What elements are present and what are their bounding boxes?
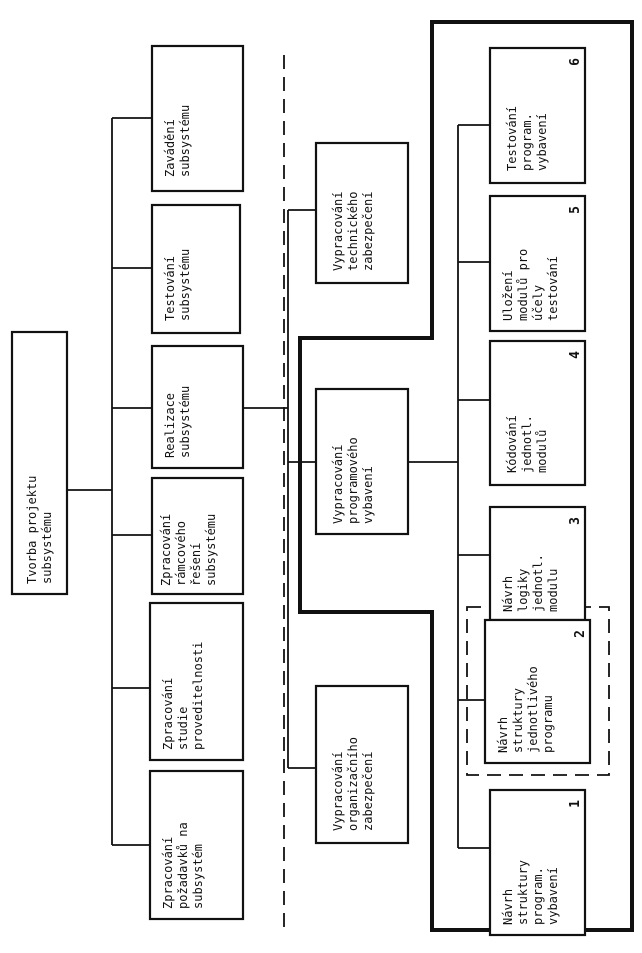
phase-box-6-frame [148,769,245,921]
step-box-1-text-line: program. [531,867,545,925]
step-box-6-text-line: program. [520,113,534,171]
phase-box-5-frame [148,601,245,762]
phase-box-1-text-line: Zavádění [163,119,177,177]
phase-box-5-text-line: Zpracování [161,678,175,750]
software-group-outline [298,20,634,932]
step-box-3-text-line: jednotl. [531,554,545,612]
phase-box-3-frame [150,344,245,470]
step-box-4-text-line: jednotl. [520,415,534,473]
step-box-2-text-line: jednotlivého [526,666,540,753]
support-box-3-text-line: zabezpečení [361,752,375,831]
step-box-1-text-line: struktury [516,860,530,925]
phase-box-4-text-line: Zpracování [159,514,173,586]
step-box-2-text-line: struktury [511,688,525,753]
support-box-1-frame [314,141,410,285]
step-box-3-text-line: Návrh [501,576,515,612]
step-box-4-text-line: Kódování [505,415,519,473]
root-box-text-line: Tvorba projektu [25,476,39,584]
support-box-1-text-line: Vypracování [331,192,345,271]
step-box-4-number: 4 [568,351,583,359]
phase-box-4-text-line: rámcového [174,521,188,586]
phase-box-6-text-line: subsystém [191,844,205,909]
support-box-2-text-line: programového [346,437,360,524]
support-box-1-text-line: zabezpečení [361,192,375,271]
step-box-6-text-line: Testování [505,106,519,171]
step-box-3-number: 3 [568,517,583,525]
root-box-frame [10,330,69,596]
phase-box-6-text-line: Zpracování [161,837,175,909]
phase-box-1-frame [150,44,245,193]
step-box-1-text-line: Návrh [501,889,515,925]
step-box-2-frame [483,618,592,765]
phase-box-5-text-line: proveditelnosti [191,642,205,750]
step-box-1-number: 1 [568,800,583,808]
support-box-3-frame [314,684,410,845]
support-box-2-text-line: Vypracování [331,445,345,524]
step-box-2-number: 2 [573,630,588,638]
step-box-5-text-line: účely [531,285,545,321]
step-box-5-frame [488,194,587,333]
phase-box-3-text-line: Realizace [163,393,177,458]
step-box-3-text-line: modulu [546,569,560,612]
step-box-6-text-line: vybavení [535,113,549,171]
phase-box-2-text-line: subsystému [178,249,192,321]
connectors [66,117,490,849]
step-box-6-frame [488,46,587,185]
phase-box-2-text-line: Testování [163,256,177,321]
step-box-2-text-line: programu [541,695,555,753]
step-box-2-text-line: Návrh [496,717,510,753]
phase-box-4-text-line: subsystému [204,514,218,586]
step-box-1-frame [488,788,587,937]
phase-box-3-text-line: subsystému [178,386,192,458]
support-box-2-frame [314,387,410,536]
phase-box-4-frame [150,476,245,596]
step-box-4-frame [488,339,587,487]
root-box-text-line: subsystému [40,512,54,584]
support-box-2-text-line: vybavení [361,466,375,524]
step-box-3-text-line: logiky [516,569,530,612]
step-box-6-number: 6 [568,58,583,66]
phase-box-5-text-line: studie [176,707,190,750]
phase-box-2-frame [150,203,242,335]
support-box-3-text-line: Vypracování [331,752,345,831]
phase-box-1-text-line: subsystému [178,105,192,177]
step-box-4-text-line: modulů [535,430,549,473]
phase-box-6-text-line: požadavků na [176,822,190,909]
support-box-3-text-line: organizačního [346,737,360,831]
step-box-1-text-line: vybavení [546,867,560,925]
support-box-1-text-line: technického [346,192,360,271]
step-box-5-number: 5 [568,206,583,214]
step-box-5-text-line: testování [546,256,560,321]
step-box-5-text-line: Uložení [501,270,515,321]
step-box-3-frame [488,505,587,622]
phase-box-4-text-line: řešení [189,543,203,586]
step-box-5-text-line: modulů pro [516,249,530,321]
